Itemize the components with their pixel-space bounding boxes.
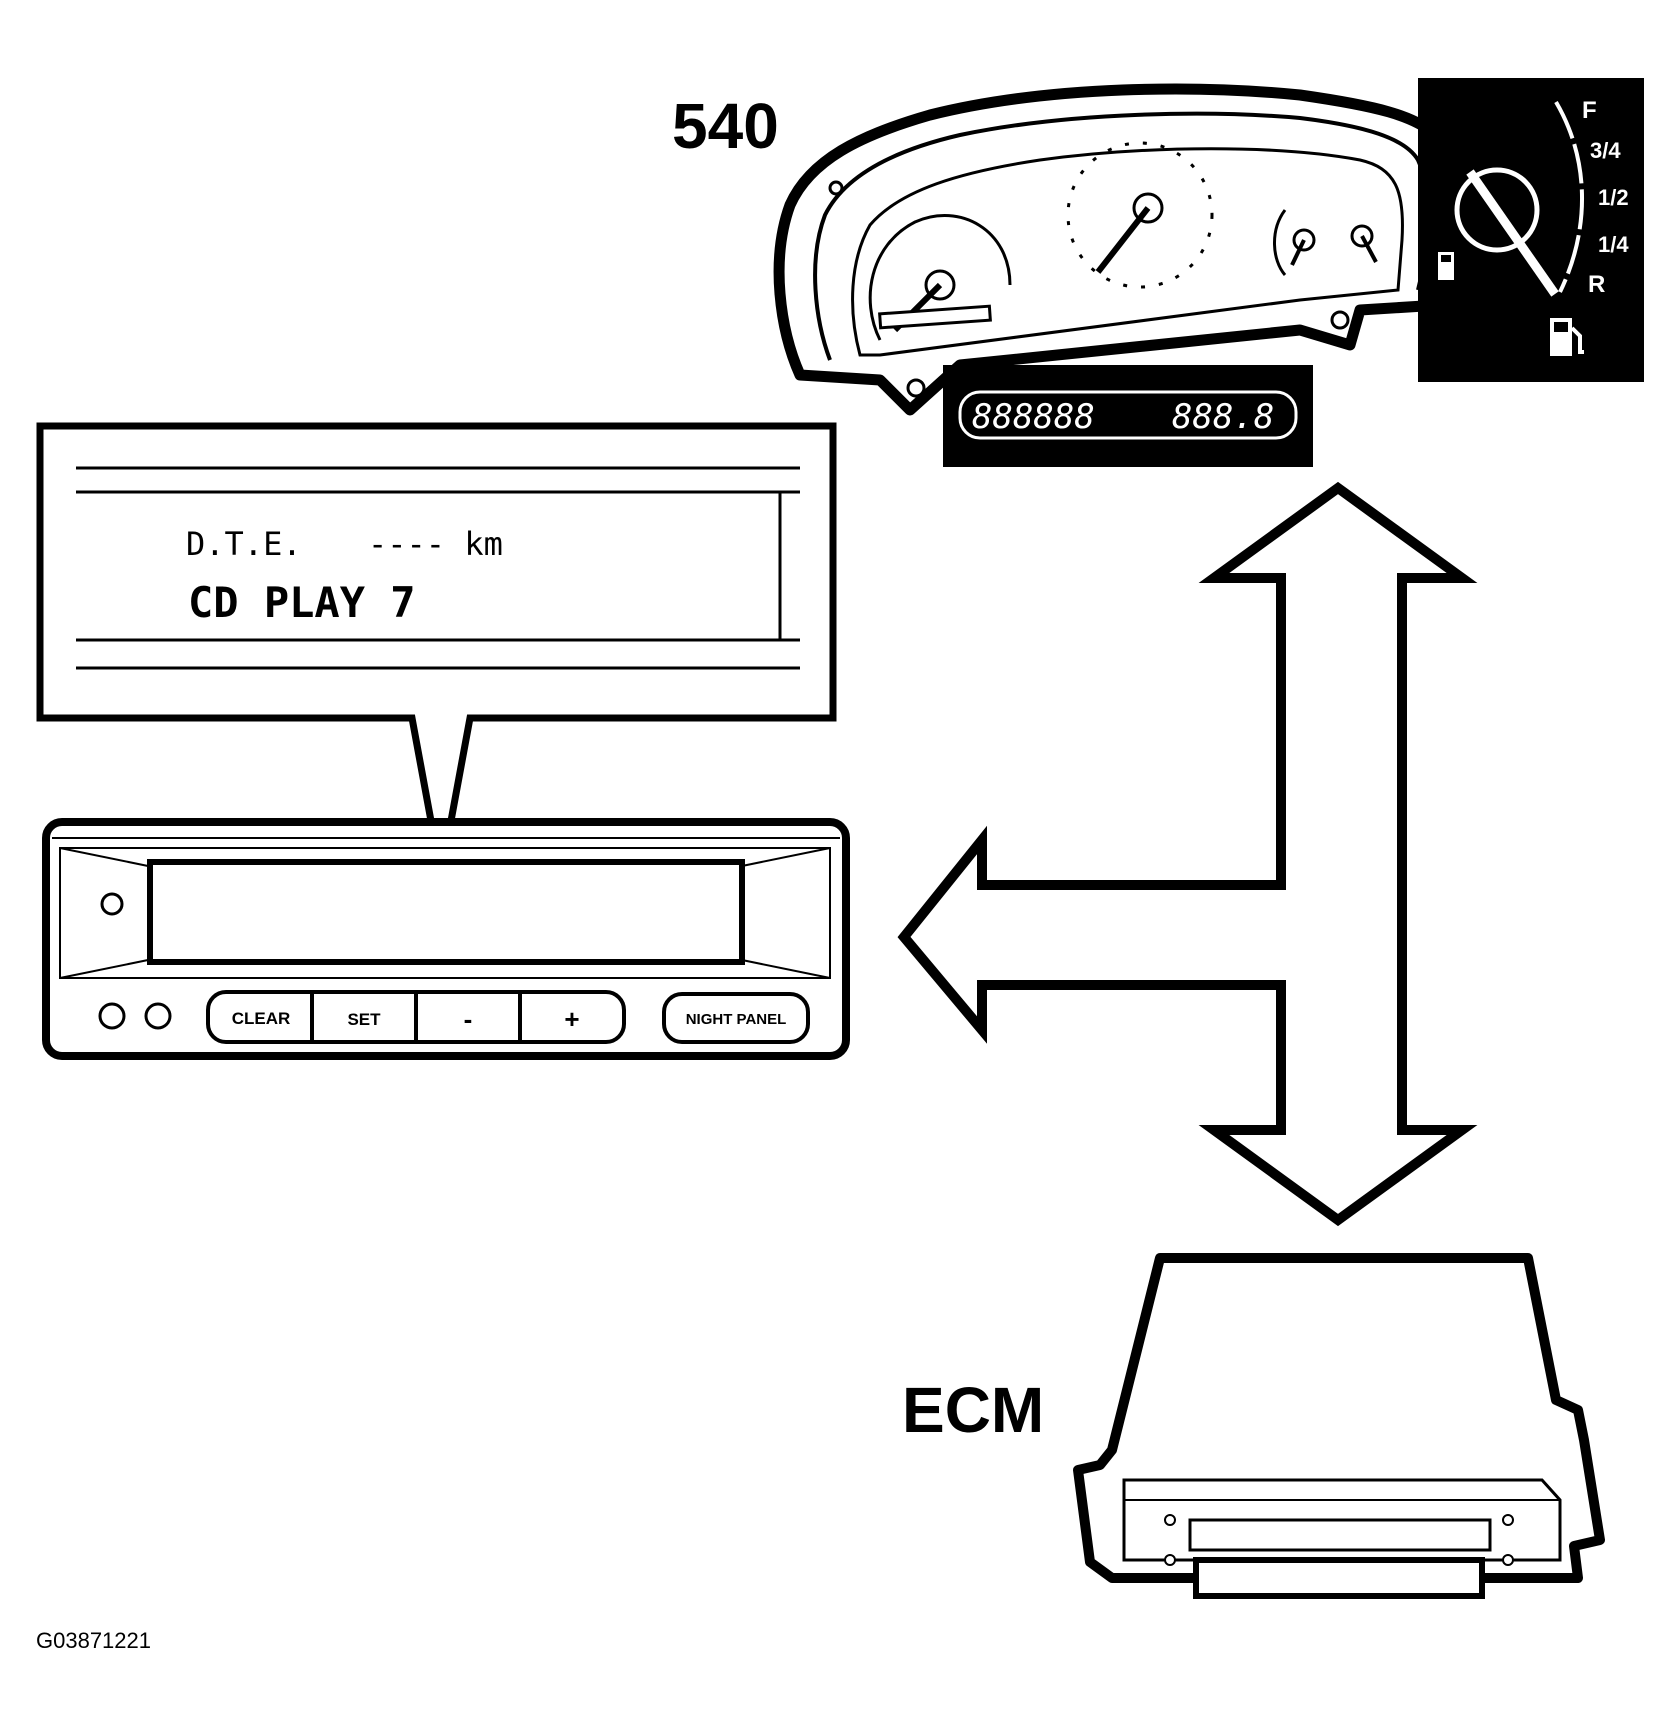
cluster-number-label: 540 [672,90,779,162]
fuel-gauge-f: F [1582,97,1597,124]
clear-button-label: CLEAR [232,1009,291,1028]
dte-label: D.T.E. [186,525,302,563]
bus-arrow-shape [897,481,1478,1227]
cluster-face [851,147,1404,357]
odometer-left-segments: 888888 [972,397,1095,437]
cluster-screw-left [906,378,926,398]
minus-button-label: - [464,1004,473,1034]
night-panel-button[interactable] [662,992,810,1044]
instrument-cluster [773,83,1459,416]
dic-indicator-light [100,892,124,916]
fuel-gauge-r: R [1588,271,1605,298]
set-button-label: SET [347,1010,381,1029]
fuel-pump-small-icon [1438,252,1454,280]
communication-arrows [897,481,1478,1227]
small-gauges [1273,209,1378,276]
speedometer-needle [1095,206,1151,274]
odometer-right-segments: 888.8 [1172,397,1274,437]
fuel-gauge-dial [1454,167,1540,253]
speedometer-gauge [1066,141,1214,289]
ecm-module [1073,1253,1605,1599]
fuel-gauge-needle [1466,169,1559,297]
ecm-label: ECM [902,1374,1044,1446]
fuel-gauge-inset: F 3/4 1/2 1/4 R [1418,78,1644,382]
callout-display: D.T.E. ---- km CD PLAY 7 [36,422,837,876]
cluster-screw-right [1330,310,1350,330]
fuel-gauge-half: 1/2 [1598,185,1629,210]
figure-id: G03871221 [36,1628,151,1653]
dic-unit: CLEAR SET - + NIGHT PANEL [42,818,850,1060]
odometer-display: 888888 888.8 [943,365,1313,467]
dic-round-button-2[interactable] [144,1002,172,1030]
cluster-screw-top [828,180,844,196]
night-panel-button-label: NIGHT PANEL [686,1011,787,1028]
plus-button-label: + [564,1004,579,1034]
fuel-gauge-three-quarter: 3/4 [1590,138,1621,163]
ecm-connector-top [1188,1518,1492,1552]
cd-play-text: CD PLAY 7 [188,578,416,627]
ecm-connector [1193,1557,1485,1599]
dte-value: ---- km [368,525,503,563]
fuel-gauge-quarter: 1/4 [1598,232,1629,257]
fuel-pump-icon [1550,318,1584,356]
left-gauge [868,214,1012,341]
dic-screen [147,859,745,965]
dic-round-button-1[interactable] [98,1002,126,1030]
